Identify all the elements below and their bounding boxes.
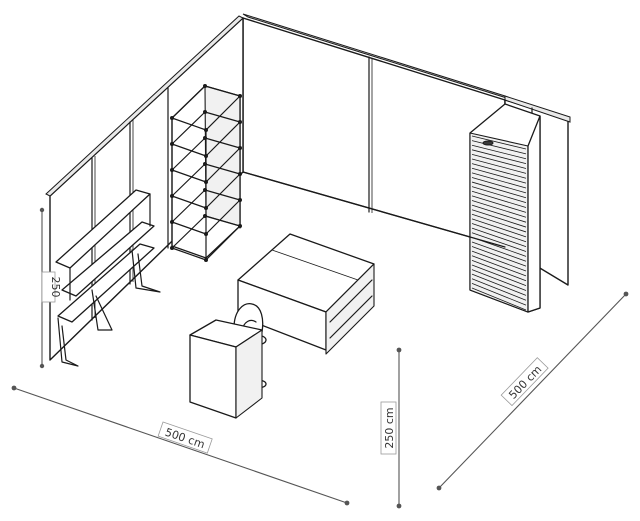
closet-slat xyxy=(471,213,527,233)
front-height-label: 250 cm xyxy=(383,407,396,448)
closet-slat xyxy=(471,273,527,296)
left-height-label: 250 xyxy=(49,277,62,298)
closet-slat xyxy=(471,232,527,252)
closet-slat xyxy=(471,287,527,311)
closet-slat xyxy=(471,246,527,267)
reception-desk xyxy=(189,319,263,419)
closet-slat xyxy=(471,181,527,199)
closet-slat xyxy=(471,200,527,218)
cube-connector xyxy=(203,110,207,114)
closet xyxy=(469,103,541,313)
side-depth-label: 500 cm xyxy=(506,363,544,402)
closet-slat xyxy=(471,149,527,165)
closet-slat xyxy=(471,186,527,204)
closet-slat xyxy=(471,190,527,208)
dimension-front-width: 500 cm xyxy=(11,385,350,506)
closet-slat xyxy=(471,163,527,179)
closet-slat xyxy=(471,167,527,184)
closet-slat xyxy=(471,283,527,306)
wall-shelves xyxy=(55,189,161,367)
cube-connector xyxy=(203,84,207,88)
cube-shelf xyxy=(170,84,242,262)
closet-slat xyxy=(471,204,527,223)
dimension-side-depth: 500 cm xyxy=(436,291,629,491)
closet-slat xyxy=(471,218,527,238)
closet-slat xyxy=(471,135,527,150)
closet-slat xyxy=(471,144,527,160)
closet-slat xyxy=(471,264,527,286)
closet-slat xyxy=(471,259,527,282)
closet-slat xyxy=(471,255,527,277)
closet-slat xyxy=(471,177,527,194)
floor xyxy=(242,171,506,248)
closet-slat xyxy=(471,223,527,243)
dimension-left-height: 250 xyxy=(39,207,62,369)
closet-slat xyxy=(471,158,527,174)
closet-slat xyxy=(471,269,527,291)
closet-slat xyxy=(471,278,527,301)
closet-slat xyxy=(471,241,527,262)
closet-slat xyxy=(471,140,527,155)
closet-slat xyxy=(471,195,527,213)
center-table xyxy=(237,233,375,355)
closet-slat xyxy=(471,154,527,169)
closet-slat xyxy=(471,209,527,228)
closet-slat xyxy=(471,227,527,247)
closet-slat xyxy=(471,172,527,189)
dimension-front-height: 250 cm xyxy=(380,347,402,509)
closet-slat xyxy=(471,250,527,272)
